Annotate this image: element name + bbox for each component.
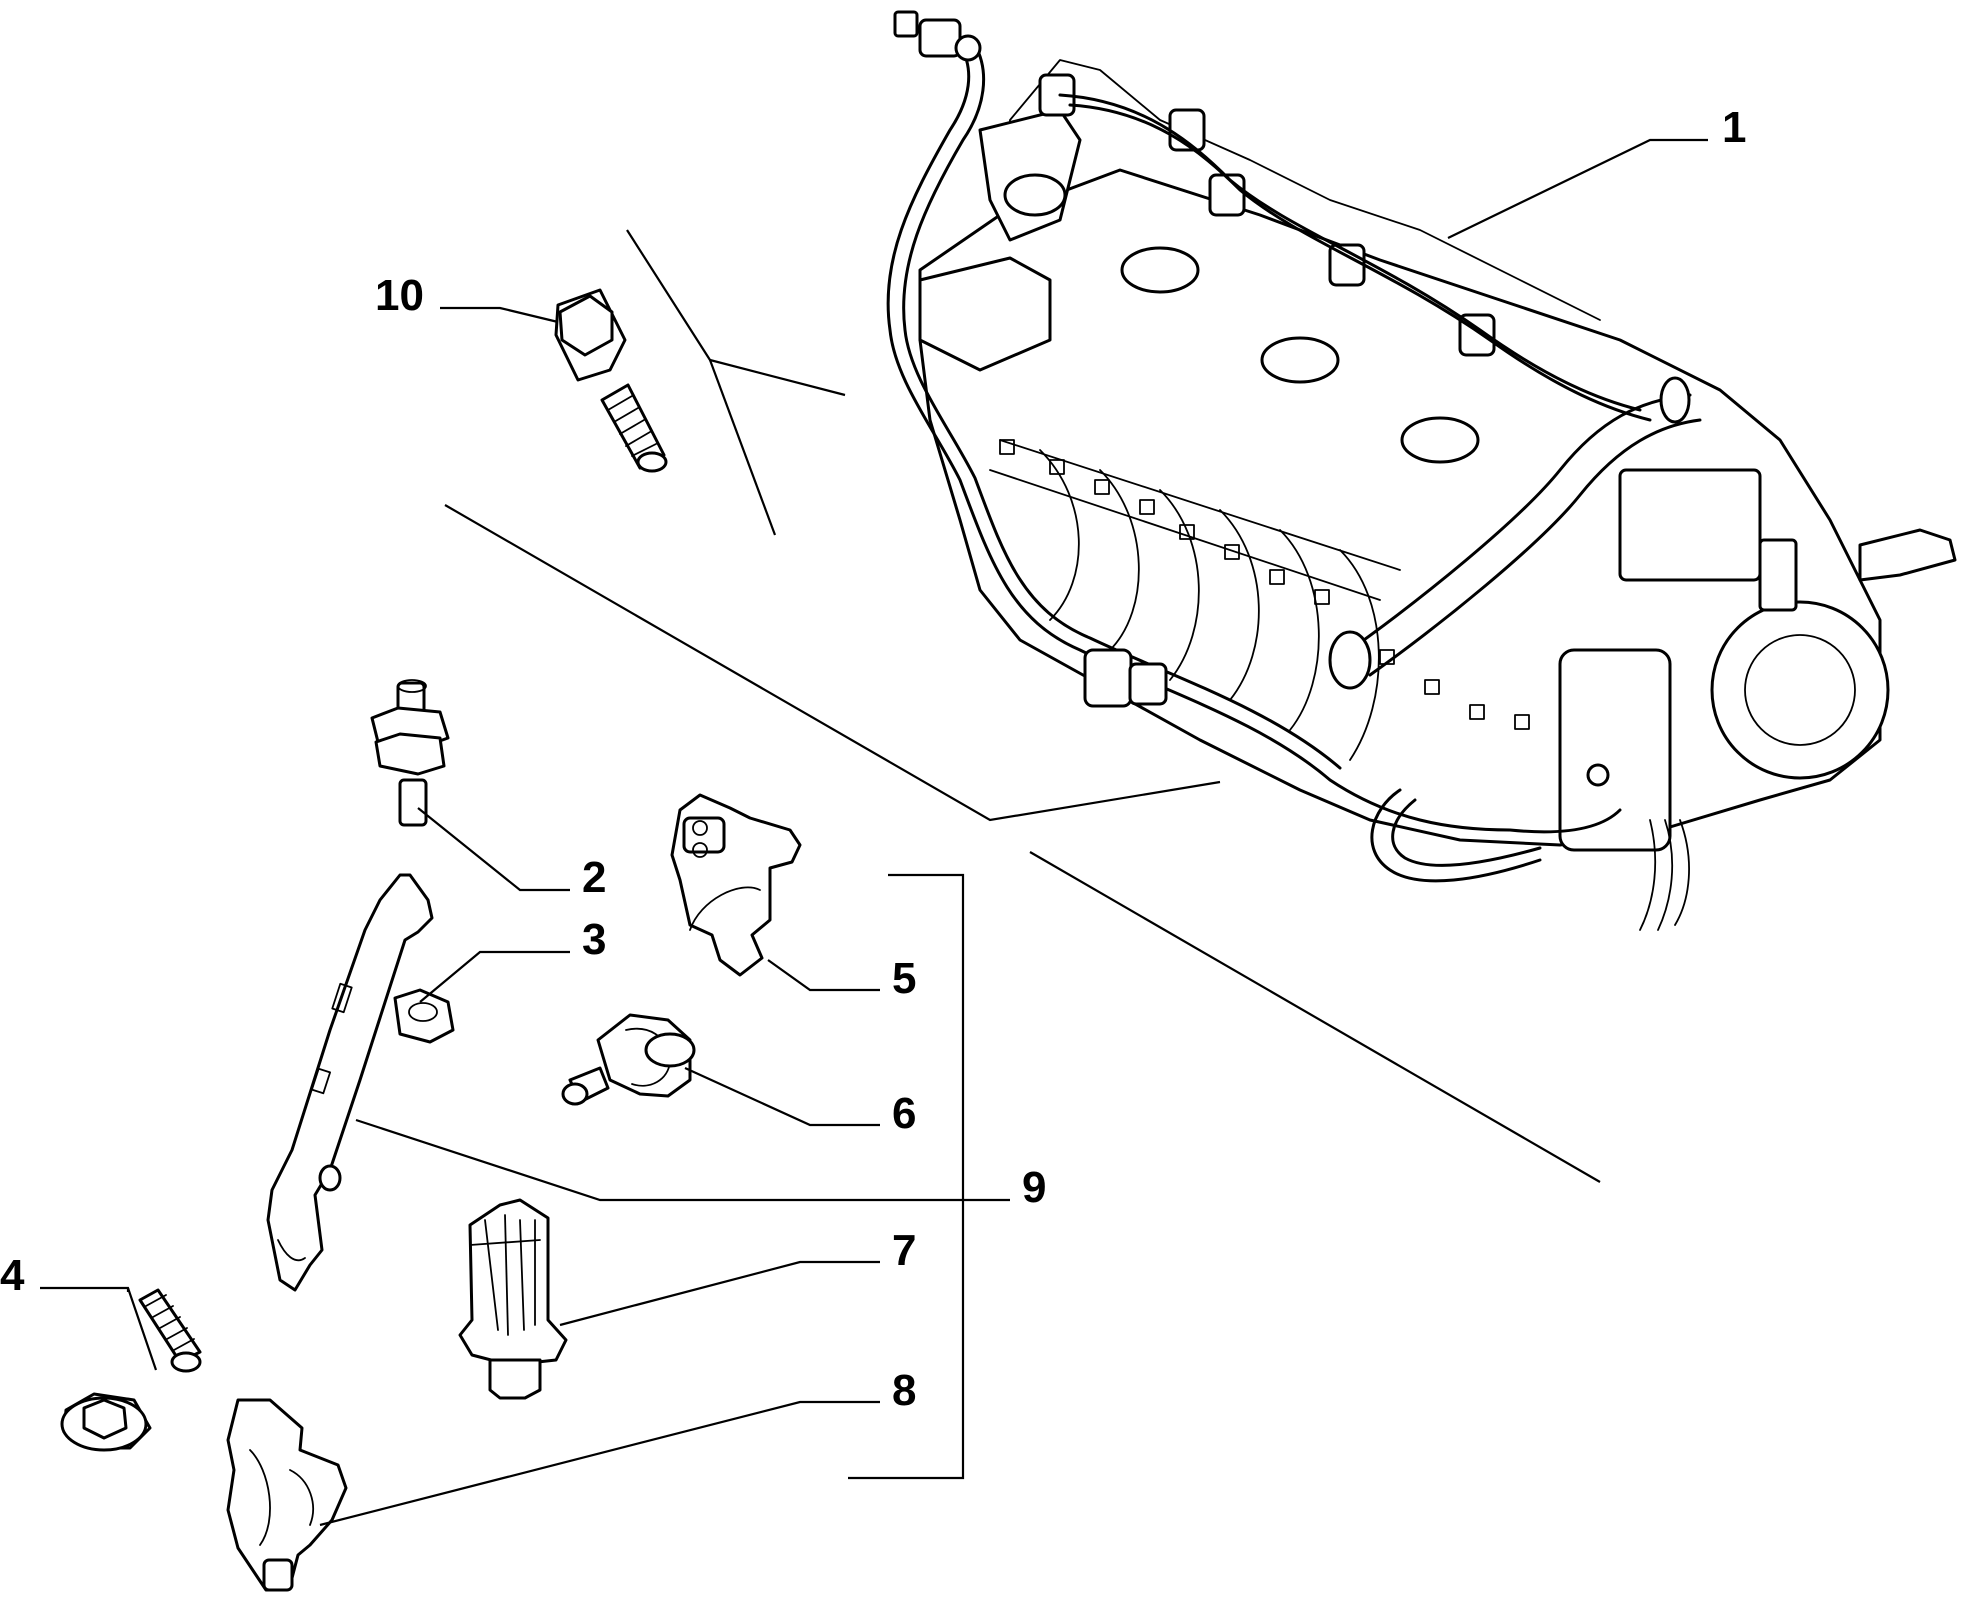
- callout-4: 4: [0, 1251, 25, 1300]
- reference-lines: [444, 229, 1601, 1183]
- callout-2: 2: [582, 853, 606, 902]
- stud-part-2: [370, 679, 450, 827]
- callout-3: 3: [582, 915, 606, 964]
- callout-8: 8: [892, 1366, 916, 1415]
- flange-bolt-part-10: [554, 288, 668, 473]
- callout-5: 5: [892, 954, 916, 1003]
- bracket-part-9: [266, 873, 434, 1292]
- group-bracket: [848, 873, 965, 1480]
- clip-part-8: [226, 1398, 348, 1592]
- intake-manifold: [886, 10, 1957, 931]
- clip-part-6: [561, 1013, 696, 1106]
- callout-7: 7: [892, 1226, 916, 1275]
- callout-9: 9: [1022, 1163, 1046, 1212]
- callout-10: 10: [375, 271, 424, 320]
- bolt-part-4: [60, 1288, 202, 1452]
- callout-1: 1: [1722, 103, 1746, 152]
- nut-part-3: [393, 988, 455, 1044]
- clip-part-7: [458, 1198, 568, 1400]
- clip-part-5: [670, 793, 802, 977]
- callout-labels: 1 2 3 4 5 6 7 8 9 10: [0, 103, 1746, 1415]
- leader-lines: [40, 138, 1708, 1527]
- callout-6: 6: [892, 1089, 916, 1138]
